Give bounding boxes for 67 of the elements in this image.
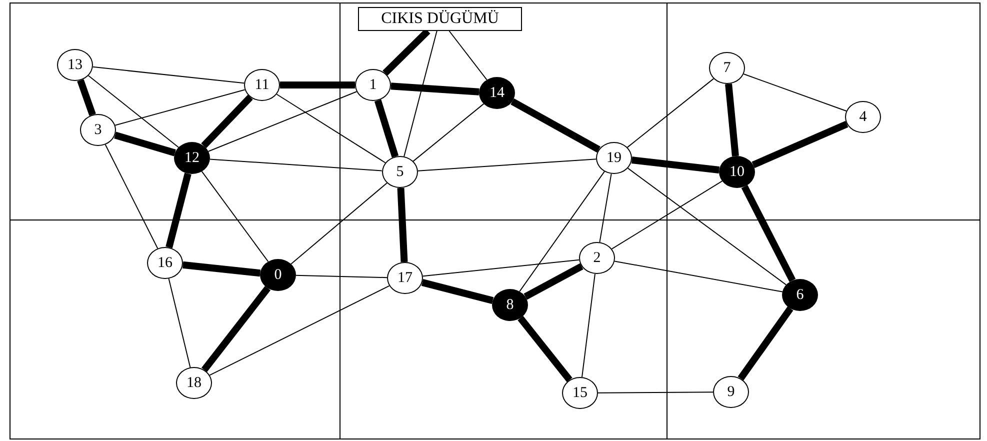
- route-link: [631, 156, 720, 174]
- node-circle: 5: [382, 156, 418, 188]
- node-circle: 14: [479, 77, 515, 109]
- node-circle: 16: [147, 247, 183, 279]
- link-line: [626, 78, 714, 148]
- exit-node-box: CIKIS DÜGÜMÜ: [358, 7, 522, 31]
- link-line: [519, 171, 605, 292]
- link-line: [114, 89, 246, 126]
- route-link: [201, 94, 253, 148]
- link-line: [743, 74, 847, 112]
- node-circle: 18: [176, 367, 212, 399]
- node-circle: 10: [719, 156, 755, 188]
- node-circle: 1: [355, 69, 391, 101]
- route-link: [182, 261, 260, 277]
- route-link: [77, 79, 96, 116]
- node-circle: 6: [782, 279, 818, 311]
- route-link: [510, 98, 600, 153]
- link-line: [582, 273, 596, 378]
- link-line: [422, 259, 580, 277]
- route-link: [114, 132, 176, 156]
- node-circle: 13: [57, 49, 93, 81]
- link-line: [104, 144, 158, 249]
- route-link: [524, 263, 584, 300]
- link-line: [276, 94, 386, 164]
- link-line: [296, 274, 388, 278]
- node-circle: 15: [562, 377, 598, 409]
- node-circle: 17: [387, 262, 423, 294]
- node-circle: 7: [709, 52, 745, 84]
- route-link: [752, 120, 848, 168]
- link-line: [627, 168, 787, 286]
- link-line: [88, 75, 180, 148]
- link-line: [209, 158, 383, 172]
- route-link: [280, 82, 355, 88]
- node-circle: 0: [260, 259, 296, 291]
- node-circle: 4: [845, 101, 881, 133]
- route-link: [390, 82, 480, 96]
- node-circle: 2: [579, 242, 615, 274]
- link-line: [611, 180, 723, 250]
- link-line: [404, 30, 438, 157]
- route-link: [518, 316, 572, 382]
- link-line: [209, 285, 390, 376]
- link-line: [208, 91, 358, 152]
- node-circle: 8: [492, 289, 528, 321]
- link-line: [92, 66, 245, 84]
- link-line: [598, 392, 714, 394]
- route-link: [738, 306, 794, 380]
- link-line: [290, 182, 388, 264]
- route-link: [166, 172, 192, 248]
- link-line: [417, 158, 597, 172]
- link-line: [412, 103, 484, 162]
- link-line: [599, 173, 612, 243]
- link-line: [614, 260, 783, 292]
- node-circle: 19: [596, 142, 632, 174]
- route-link: [725, 84, 739, 156]
- route-link: [201, 286, 271, 372]
- route-link: [374, 99, 399, 158]
- route-link: [421, 279, 494, 304]
- node-circle: 11: [244, 69, 280, 101]
- node-circle: 12: [174, 142, 210, 174]
- route-link: [741, 184, 796, 282]
- link-line: [448, 30, 488, 80]
- node-circle: 3: [80, 114, 116, 146]
- link-line: [201, 170, 269, 262]
- route-link: [382, 28, 430, 76]
- node-circle: 9: [713, 376, 749, 408]
- link-line: [168, 278, 191, 368]
- route-link: [397, 188, 408, 262]
